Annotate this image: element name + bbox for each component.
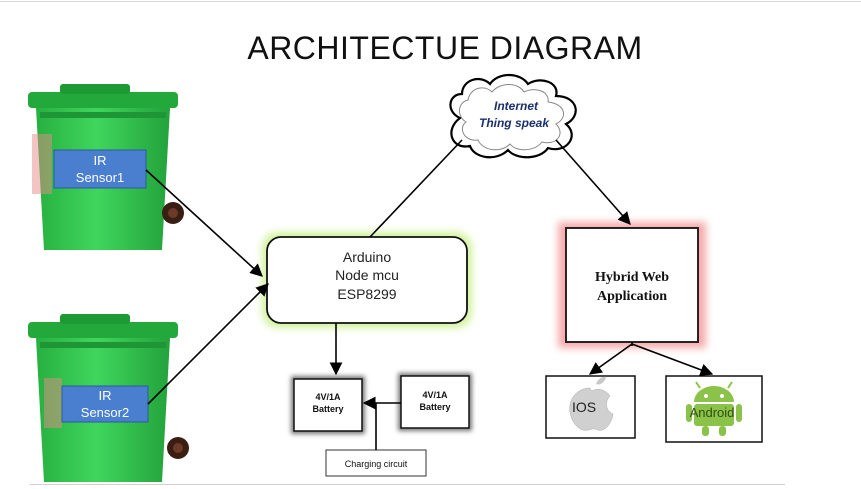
battery-left-line2: Battery — [312, 404, 343, 414]
arrow-sensor2-to-controller — [147, 283, 269, 405]
android-label: Android — [690, 405, 735, 420]
battery-left: 4V/1A Battery — [291, 376, 365, 434]
cloud-line1: Internet — [494, 99, 539, 113]
sensor-glow — [32, 134, 52, 194]
arrow-webapp-to-android — [631, 343, 714, 376]
webapp-line1: Hybrid Web — [595, 270, 669, 285]
android-robot-icon — [686, 381, 742, 436]
apple-icon — [569, 387, 614, 431]
diagram-title: ARCHITECTUE DIAGRAM — [247, 30, 643, 66]
ir-sensor-2: IR Sensor2 — [61, 385, 149, 423]
battery-right-line1: 4V/1A — [422, 390, 448, 400]
bottom-rule — [30, 484, 785, 485]
line-controller-to-cloud — [369, 139, 463, 238]
top-rule — [0, 1, 861, 2]
battery-right-line2: Battery — [419, 402, 450, 412]
ios-label: IOS — [572, 399, 596, 415]
apple-leaf-icon — [596, 376, 606, 385]
internet-cloud: Internet Thing speak — [449, 73, 577, 159]
ir-sensor-1: IR Sensor1 — [53, 149, 147, 189]
sensor1-line2: Sensor1 — [76, 170, 124, 185]
connectors — [145, 139, 714, 450]
ios-box: IOS — [545, 375, 636, 439]
controller-line2: Node mcu — [335, 267, 399, 283]
sensor2-line1: IR — [99, 388, 112, 403]
arrow-webapp-to-ios — [588, 343, 633, 375]
arrow-sensor1-to-controller — [145, 169, 263, 277]
cloud-line2: Thing speak — [479, 116, 550, 130]
battery-left-line1: 4V/1A — [315, 392, 341, 402]
controller-line1: Arduino — [343, 249, 391, 265]
web-app-box: Hybrid Web Application — [558, 222, 706, 348]
charging-label: Charging circuit — [345, 459, 408, 469]
controller-line3: ESP8299 — [337, 286, 396, 302]
battery-right: 4V/1A Battery — [398, 373, 472, 431]
sensor-glow — [44, 378, 62, 428]
android-box: Android — [665, 375, 763, 443]
controller-box: Arduino Node mcu ESP8299 — [262, 232, 472, 328]
sensor2-line2: Sensor2 — [81, 405, 129, 420]
arrow-cloud-to-webapp — [555, 139, 631, 225]
sensor1-line1: IR — [94, 153, 107, 168]
charging-circuit: Charging circuit — [325, 449, 427, 477]
webapp-line2: Application — [597, 289, 667, 304]
